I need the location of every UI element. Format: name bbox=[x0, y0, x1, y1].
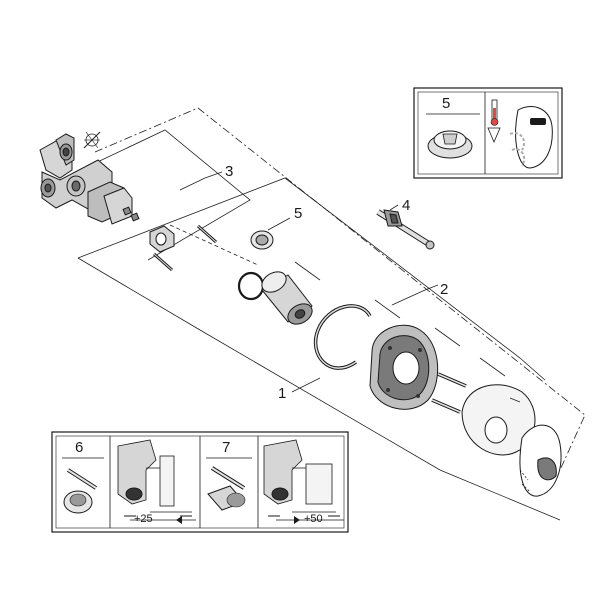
o-ring bbox=[237, 271, 265, 301]
inset-5-label: 5 bbox=[442, 95, 450, 112]
leader-2b bbox=[374, 299, 401, 319]
leader-callout-1 bbox=[291, 377, 321, 393]
assembly-guide-lines bbox=[69, 107, 586, 521]
retaining-clip bbox=[313, 304, 372, 370]
extension-sleeve-6 bbox=[63, 490, 93, 514]
inset-7-dimension: +50 bbox=[304, 513, 323, 525]
callout-1: 1 bbox=[278, 385, 286, 402]
inset-6-dimension: +25 bbox=[134, 513, 153, 525]
bracket-group-1-lower bbox=[77, 257, 561, 521]
inset-6-label: 6 bbox=[75, 439, 83, 456]
cap-part-5 bbox=[250, 230, 274, 250]
inset-7-label: 7 bbox=[222, 439, 230, 456]
leader-2c bbox=[434, 327, 461, 347]
escutcheon bbox=[461, 384, 536, 456]
extension-rod-7 bbox=[210, 466, 246, 490]
center-axis-line bbox=[94, 107, 586, 471]
leader-callout-3 bbox=[179, 171, 223, 191]
bracket-group-1 bbox=[77, 177, 546, 381]
leader-2d bbox=[479, 357, 506, 377]
leader-callout-4 bbox=[389, 204, 399, 211]
leader-callout-5 bbox=[267, 217, 291, 231]
extension-rod-6 bbox=[66, 468, 98, 490]
extension-sleeve-7 bbox=[207, 485, 246, 511]
lever-rotation-icon bbox=[509, 106, 553, 169]
leader-callout-2 bbox=[391, 284, 439, 306]
thermometer-icon bbox=[487, 99, 501, 144]
callout-2: 2 bbox=[440, 281, 448, 298]
inset-5-panel: 5 bbox=[413, 87, 563, 179]
leader-2a bbox=[294, 261, 321, 281]
lever-handle bbox=[519, 424, 562, 497]
callout-4: 4 bbox=[402, 197, 410, 214]
cartridge-group-3 bbox=[87, 181, 217, 272]
inset-6-7-panel: 6 +25 7 bbox=[51, 431, 349, 533]
bracket-group-3 bbox=[69, 129, 251, 261]
valve-section-6 bbox=[117, 439, 196, 524]
diverter-spindle-4 bbox=[376, 209, 435, 250]
no-symbol-icon bbox=[83, 131, 101, 149]
valve-section-7 bbox=[263, 439, 344, 524]
temperature-limiter-icon bbox=[427, 130, 473, 159]
screws bbox=[431, 372, 467, 414]
callout-3: 3 bbox=[225, 163, 233, 180]
callout-5: 5 bbox=[294, 205, 302, 222]
mounting-plate bbox=[369, 324, 439, 410]
dashed-link-5 bbox=[169, 224, 259, 266]
sleeve bbox=[261, 271, 313, 325]
